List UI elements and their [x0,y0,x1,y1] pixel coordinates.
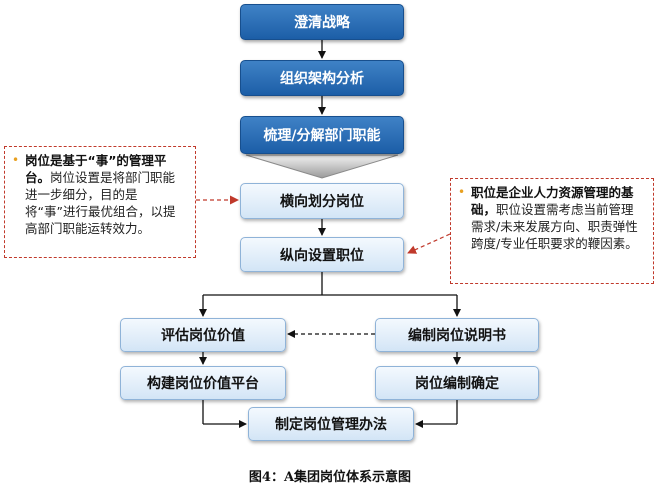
step-vertical-positions: 纵向设置职位 [240,237,404,272]
note-right-pointer [407,233,451,254]
note-right-bullet-icon: • [458,185,466,199]
funnel-triangle [245,154,399,179]
step-dept-functions-label: 梳理/分解部门职能 [263,128,381,144]
step-build-value-platform-label: 构建岗位价值平台 [147,376,259,392]
step-headcount-determination-label: 岗位编制确定 [415,376,499,392]
step-job-descriptions: 编制岗位说明书 [375,318,539,352]
step-clarify-strategy-label: 澄清战略 [294,15,350,31]
step-horizontal-positions-label: 横向划分岗位 [280,194,364,210]
step-evaluate-position-value: 评估岗位价值 [120,318,286,352]
step-build-value-platform: 构建岗位价值平台 [120,366,286,400]
step-vertical-positions-label: 纵向设置职位 [280,247,364,264]
step-position-management-rules-label: 制定岗位管理办法 [275,417,387,433]
note-left-text: 岗位设置是将部门职能进一步细分，目的是将“事”进行最优组合，以提高部门职能运转效… [25,170,176,236]
step-horizontal-positions: 横向划分岗位 [240,183,404,219]
step-clarify-strategy: 澄清战略 [240,4,404,40]
note-left: • 岗位是基于“事”的管理平台。岗位设置是将部门职能进一步细分，目的是将“事”进… [4,146,196,258]
note-left-bold: 岗位是基于“事”的管理平台。 [25,153,167,185]
step-evaluate-position-value-label: 评估岗位价值 [161,328,245,344]
note-right: • 职位是企业人力资源管理的基础，职位设置需考虑当前管理需求/未来发展方向、职责… [450,178,654,284]
note-right-bold: 职位是企业人力资源管理的基础， [471,185,634,217]
figure-caption: 图4：A集团岗位体系示意图 [248,470,412,485]
step-org-structure-analysis-label: 组织架构分析 [280,71,364,87]
step-org-structure-analysis: 组织架构分析 [240,60,404,96]
step-dept-functions: 梳理/分解部门职能 [240,116,404,154]
note-right-text: 职位设置需考虑当前管理需求/未来发展方向、职责弹性跨度/专业任职要求的鞭因素。 [471,202,638,251]
step-job-descriptions-label: 编制岗位说明书 [408,328,506,344]
step-headcount-determination: 岗位编制确定 [375,366,539,400]
step-position-management-rules: 制定岗位管理办法 [248,407,414,441]
note-left-bullet-icon: • [12,153,20,167]
